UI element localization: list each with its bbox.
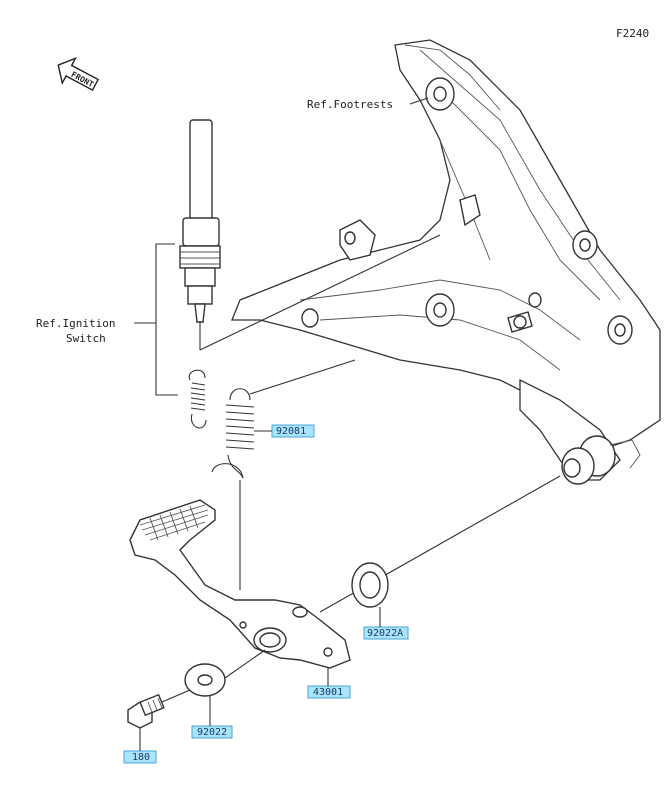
ref-footrests-label: Ref.Footrests: [307, 98, 393, 111]
part-tag-92022a[interactable]: [363, 626, 409, 640]
pivot-bolt: [127, 693, 165, 729]
brake-light-switch: [179, 119, 221, 323]
footrests-leader: [409, 97, 429, 105]
part-number-92022: 92022: [197, 727, 227, 738]
brake-pedal: [129, 499, 351, 669]
frame-assembly: [231, 39, 661, 485]
switch-to-frame-leader: [199, 234, 441, 351]
ref-ignition-label-2: Switch: [66, 332, 106, 345]
front-arrow-icon: FRONT: [57, 56, 100, 92]
washer-92022a: [351, 562, 389, 608]
ignition-bracket: [155, 243, 178, 396]
switch-spring: [188, 369, 207, 429]
part-tag-92022[interactable]: [191, 725, 233, 739]
washer-to-pedal-leader: [224, 649, 266, 679]
ref-ignition-label-1: Ref.Ignition: [36, 317, 115, 330]
part-tag-43001[interactable]: [307, 685, 351, 699]
spring-to-frame-leader: [249, 359, 356, 395]
return-spring: [211, 388, 255, 479]
part-number-180: 180: [132, 752, 150, 763]
part-number-92081: 92081: [276, 426, 306, 437]
figure-id: F2240: [616, 27, 649, 40]
part-number-43001: 43001: [313, 687, 343, 698]
washer-92022: [184, 663, 226, 697]
part-number-92022a: 92022A: [367, 628, 403, 639]
